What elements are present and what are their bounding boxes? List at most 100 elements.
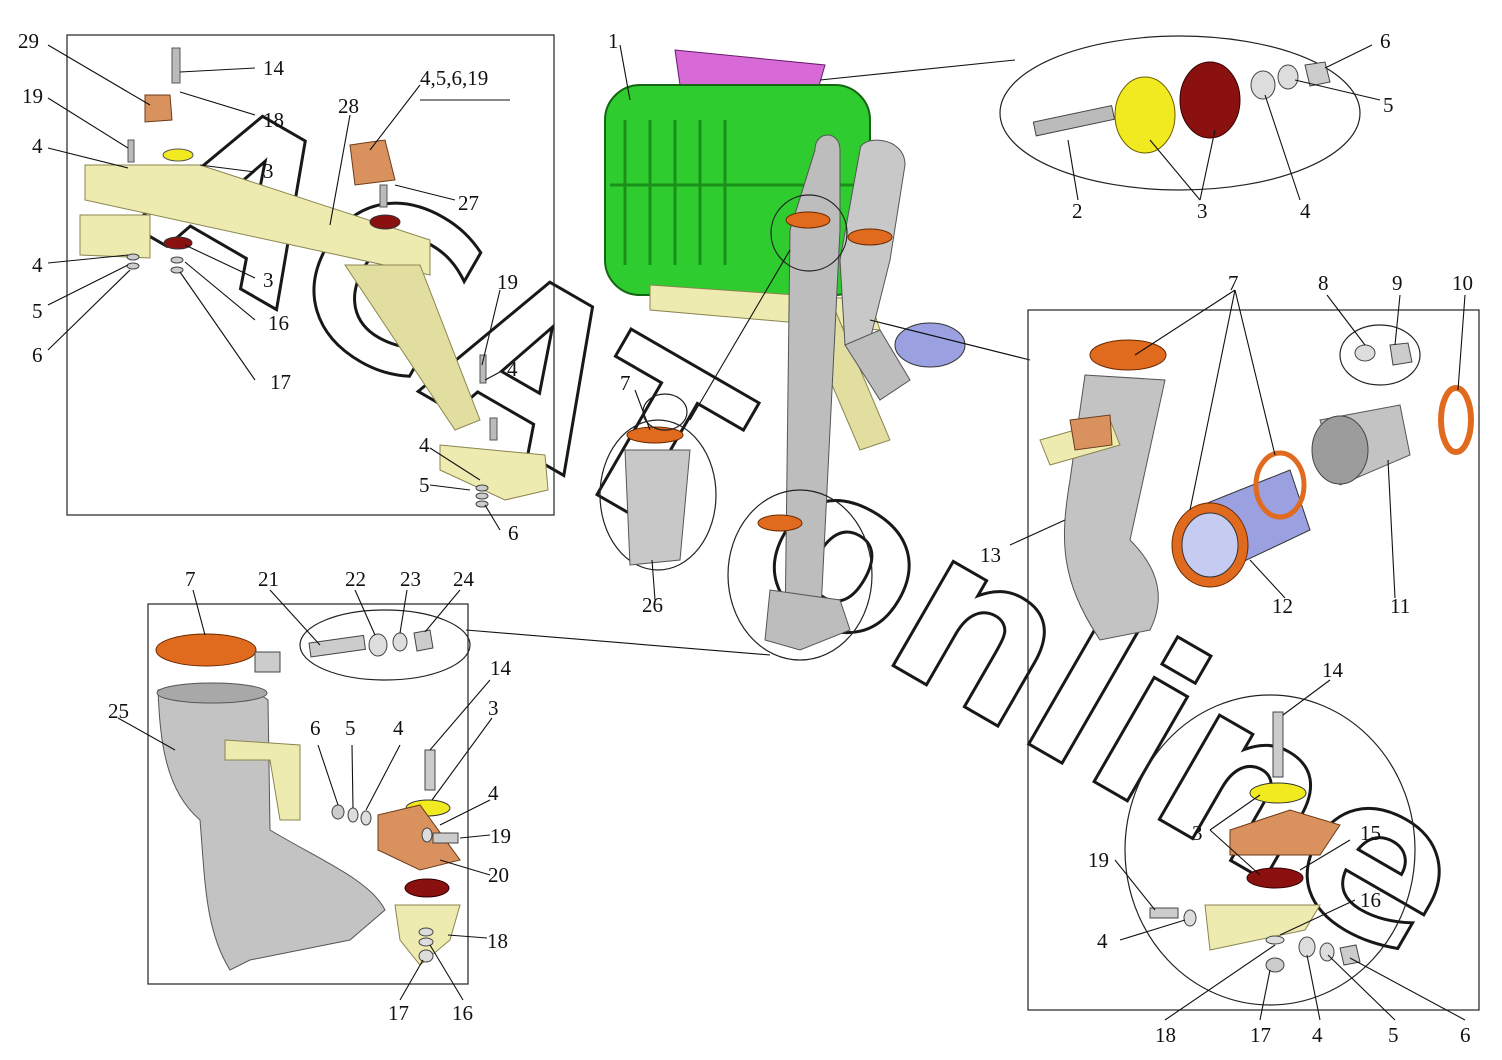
callout: 4 — [1312, 1023, 1323, 1047]
nut-9 — [1389, 342, 1413, 366]
callout: 21 — [258, 567, 279, 591]
nut-6 — [1304, 61, 1331, 87]
leader-lines-top-left — [47, 44, 501, 531]
copper-bracket-15 — [1229, 809, 1341, 856]
callout: 10 — [1452, 271, 1473, 295]
detail-circle-clamp — [770, 194, 848, 272]
callout: 18 — [263, 108, 284, 132]
callout: 9 — [1392, 271, 1403, 295]
inset-ellipse — [999, 35, 1361, 191]
bolt-21 — [308, 634, 367, 658]
callout: 1 — [608, 29, 619, 53]
tailpipe-opening — [156, 682, 268, 704]
panel-frame — [147, 603, 469, 985]
callout: 17 — [388, 1001, 409, 1025]
callout: 4 — [488, 781, 499, 805]
panel-top-left: 29 14 19 18 28 4,5,6,19 4 3 27 4 3 5 16 … — [18, 29, 555, 545]
callout: 17 — [1250, 1023, 1271, 1047]
washer-left-2 — [126, 262, 140, 270]
hose-opening — [1181, 512, 1239, 578]
callout: 25 — [108, 699, 129, 723]
flex-hose-small — [894, 322, 966, 368]
callout: 3 — [1192, 821, 1203, 845]
washer-4-lower — [1298, 936, 1316, 958]
callout: 17 — [270, 370, 291, 394]
callout: 7 — [620, 371, 631, 395]
cushion-3-top — [162, 148, 194, 162]
spring-washer-5-lower — [1319, 942, 1335, 962]
callout: 3 — [488, 696, 499, 720]
adapter-opening — [1311, 415, 1369, 485]
panel-bottom-left: 7 21 22 23 24 25 14 6 5 4 3 4 19 20 18 1… — [108, 567, 512, 1025]
washer-4-right — [1183, 909, 1197, 927]
callout: 18 — [1155, 1023, 1176, 1047]
leader-lines-center — [465, 44, 1031, 656]
diagonal-strut — [344, 264, 481, 431]
copper-bracket-27 — [349, 139, 396, 186]
callout: 19 — [1088, 848, 1109, 872]
callout: 24 — [453, 567, 475, 591]
callout: 4 — [507, 357, 518, 381]
callouts-top-right: 6 5 2 3 4 — [1072, 29, 1394, 223]
panel-frame — [66, 34, 555, 516]
nut-6-bottom — [331, 804, 345, 820]
pipe-section-26 — [624, 449, 691, 566]
callout: 14 — [263, 56, 285, 80]
clamp-nut — [254, 651, 281, 673]
pipe-elbow — [844, 329, 911, 401]
washer-left-1 — [126, 253, 140, 261]
callout: 16 — [452, 1001, 473, 1025]
cushion-3-right-bottom — [1246, 867, 1304, 889]
clamp-upper-1 — [785, 211, 831, 229]
copper-bracket-right — [1069, 414, 1113, 451]
callout: 22 — [345, 567, 366, 591]
callout: 7 — [185, 567, 196, 591]
callout: 5 — [345, 716, 356, 740]
callout: 6 — [32, 343, 43, 367]
bolt-19-lower — [479, 354, 487, 384]
bolt-14-bottom — [424, 749, 436, 791]
detail-circle-tailpipe — [727, 489, 873, 661]
callout: 4 — [419, 433, 430, 457]
callout: 11 — [1390, 594, 1410, 618]
washer-mid-1 — [170, 256, 184, 264]
leader-lines-right — [1009, 289, 1466, 1021]
clamp-7-hose-rear — [1253, 450, 1307, 520]
callout: 6 — [310, 716, 321, 740]
washer-4-bottom — [360, 810, 372, 826]
callout: 8 — [1318, 271, 1329, 295]
callout: 5 — [32, 299, 43, 323]
foot-bracket-right — [439, 444, 549, 501]
callout: 6 — [1460, 1023, 1471, 1047]
washer-8 — [1354, 344, 1376, 362]
clamp-7-top — [1089, 339, 1167, 371]
callout: 3 — [1197, 199, 1208, 223]
clamp-10 — [1438, 385, 1474, 455]
callout: 19 — [22, 84, 43, 108]
spring-washer-23 — [392, 632, 408, 652]
bolt-19-right — [1149, 907, 1179, 919]
cushion-red — [1179, 61, 1241, 139]
washer-22 — [368, 633, 388, 657]
leader-lines-bottom-left — [117, 589, 493, 1001]
clamp-lower — [757, 514, 803, 532]
tailpipe-outlet — [764, 589, 851, 651]
callout: 16 — [268, 311, 289, 335]
clamp-upper-2 — [847, 228, 893, 246]
callouts-bottom-left: 7 21 22 23 24 25 14 6 5 4 3 4 19 20 18 1… — [108, 567, 512, 1025]
callout: 7 — [1228, 271, 1239, 295]
inset-top-right: 6 5 2 3 4 — [999, 29, 1394, 223]
bracket-16 — [1204, 904, 1321, 951]
callout: 5 — [419, 473, 430, 497]
washer-18-right — [1265, 935, 1285, 945]
nut-6-lower — [1339, 944, 1361, 966]
washer-right-1 — [475, 484, 489, 492]
muffler-assembly: 1 7 26 — [465, 29, 1031, 661]
bolt-27 — [379, 184, 388, 208]
callout: 27 — [458, 191, 479, 215]
callout: 4 — [32, 134, 43, 158]
callout: 28 — [338, 94, 359, 118]
callout: 6 — [508, 521, 519, 545]
cushion-yellow — [1114, 76, 1176, 154]
